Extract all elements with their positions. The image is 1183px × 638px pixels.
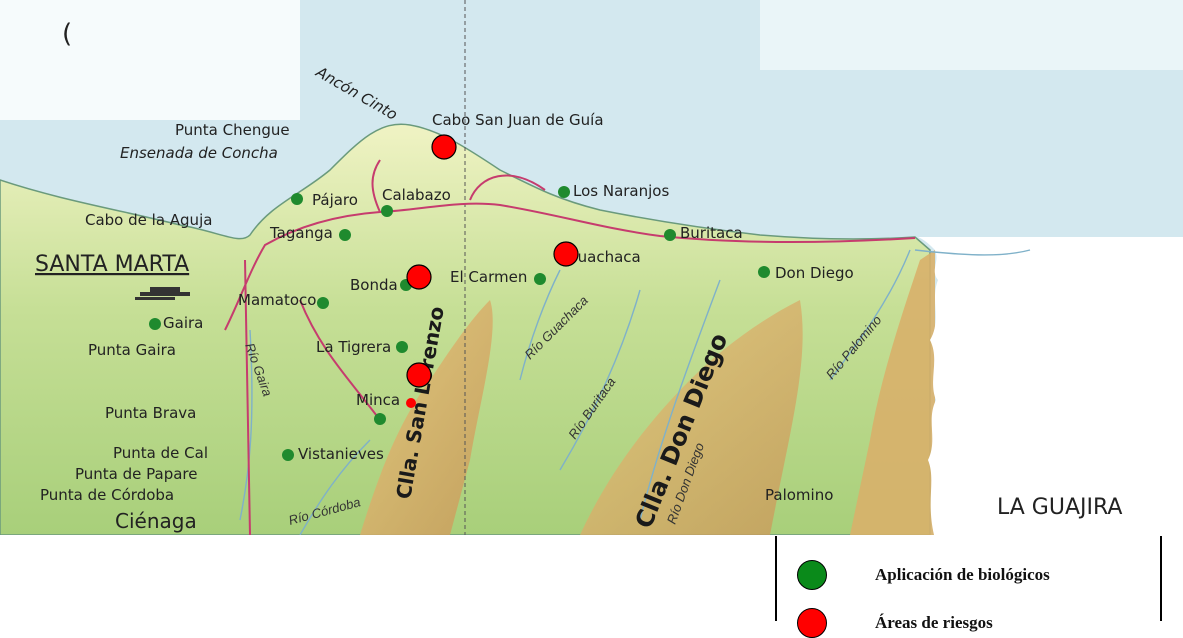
settlement-taganga — [339, 229, 351, 241]
risk-marker-guachaca — [553, 241, 579, 267]
legend: Aplicación de biológicos Áreas de riesgo… — [775, 536, 1162, 638]
label-buritaca: Buritaca — [680, 224, 743, 242]
legend-item-riesgos: Áreas de riesgos — [797, 608, 993, 638]
label-los-naranjos: Los Naranjos — [573, 182, 669, 200]
mountain-east — [850, 250, 935, 535]
label-ensenada: Ensenada de Concha — [120, 144, 278, 162]
label-la-guajira: LA GUAJIRA — [997, 495, 1122, 520]
label-don-diego: Don Diego — [775, 264, 854, 282]
label-punta-brava: Punta Brava — [105, 404, 196, 422]
settlement-pajaro — [291, 193, 303, 205]
label-minca: Minca — [356, 391, 400, 409]
place-labels: Punta Chengue Ensenada de Concha Ancón C… — [35, 62, 1122, 533]
rivers — [239, 249, 1031, 535]
label-cienaga: Ciénaga — [115, 509, 197, 533]
label-gaira: Gaira — [163, 314, 203, 332]
label-guachaca: Guachaca — [566, 248, 641, 266]
settlement-calabazo — [381, 205, 393, 217]
mountain-don-diego — [580, 300, 803, 535]
label-punta-papare: Punta de Papare — [75, 465, 198, 483]
label-bonda: Bonda — [350, 276, 398, 294]
risk-marker-cabo-guia — [431, 134, 457, 160]
legend-item-biologicos: Aplicación de biológicos — [797, 560, 1050, 590]
label-palomino: Palomino — [765, 486, 833, 504]
settlement-don-diego — [758, 266, 770, 278]
label-cabo-guia: Cabo San Juan de Guía — [432, 111, 604, 129]
legend-label: Aplicación de biológicos — [875, 565, 1050, 584]
label-punta-cal: Punta de Cal — [113, 444, 208, 462]
settlement-dots — [149, 186, 770, 461]
label-mamatoco: Mamatoco — [238, 291, 316, 309]
settlement-los-naranjos — [558, 186, 570, 198]
settlement-vistanieves — [282, 449, 294, 461]
risk-marker-minca-small — [406, 398, 416, 408]
settlement-buritaca — [664, 229, 676, 241]
map-image: Punta Chengue Ensenada de Concha Ancón C… — [0, 0, 1183, 535]
label-santa-marta: SANTA MARTA — [35, 252, 189, 277]
roads — [224, 159, 916, 535]
label-el-carmen: El Carmen — [450, 268, 527, 286]
map-edge — [918, 237, 1183, 535]
red-dot-icon — [797, 608, 827, 638]
label-taganga: Taganga — [269, 224, 333, 242]
label-punta-gaira: Punta Gaira — [88, 341, 176, 359]
label-la-tigrera: La Tigrera — [316, 338, 391, 356]
settlement-gaira — [149, 318, 161, 330]
settlement-la-tigrera — [396, 341, 408, 353]
blank-area — [0, 0, 300, 120]
boat-icon — [135, 287, 190, 300]
label-punta-chengue: Punta Chengue — [175, 121, 290, 139]
settlement-minca — [374, 413, 386, 425]
settlement-el-carmen — [534, 273, 546, 285]
label-vistanieves: Vistanieves — [298, 445, 384, 463]
risk-markers — [406, 134, 579, 408]
settlement-mamatoco — [317, 297, 329, 309]
label-punta-cordoba: Punta de Córdoba — [40, 486, 174, 504]
risk-marker-minca — [406, 362, 432, 388]
corner-glyph: ( — [62, 19, 72, 49]
blank-area-right — [760, 0, 1183, 70]
mountain-san-lorenzo — [360, 300, 493, 535]
legend-label: Áreas de riesgos — [875, 613, 993, 632]
label-calabazo: Calabazo — [382, 186, 451, 204]
label-cabo-aguja: Cabo de la Aguja — [85, 211, 212, 229]
label-pajaro: Pájaro — [312, 191, 358, 209]
risk-marker-bonda — [406, 264, 432, 290]
green-dot-icon — [797, 560, 827, 590]
